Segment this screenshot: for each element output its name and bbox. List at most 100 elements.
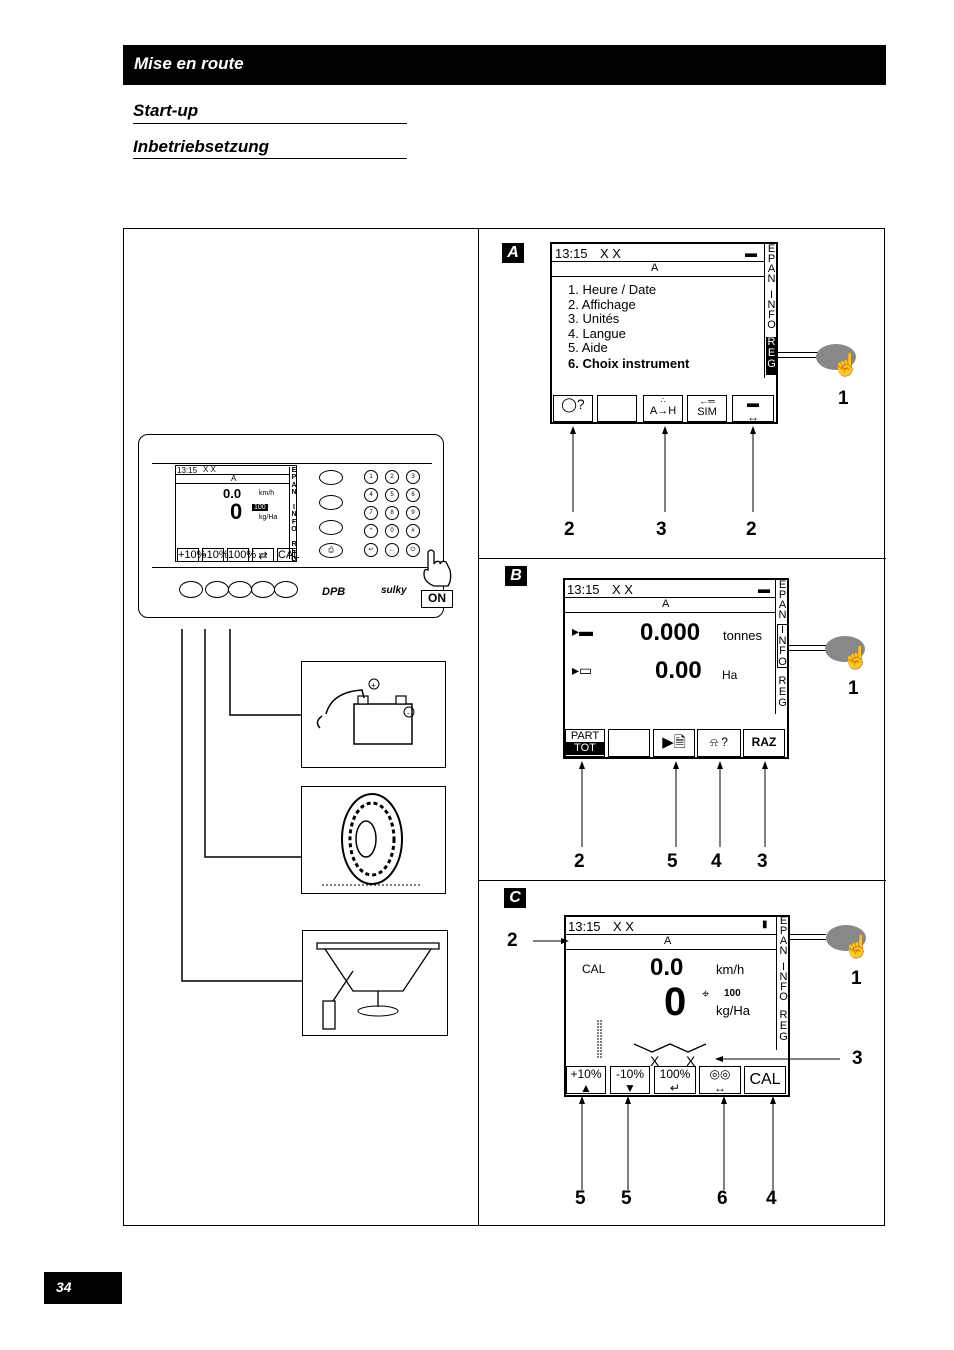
back-icon[interactable]: ← [385,543,399,557]
panel-b-arrows [579,761,768,847]
area-icon: ▸▭ [572,662,593,678]
panel-c-softkey-minus10[interactable]: -10%▼ [610,1066,650,1095]
controller-softbutton-4[interactable] [251,581,275,598]
spread-disc-icon: ◎◎ [709,1067,731,1081]
power-icon[interactable]: ⏻ [406,543,420,557]
panel-a-mode: A [651,262,659,274]
panel-b-callout-2: 2 [574,851,585,872]
menu-item-heure[interactable]: 1. Heure / Date [568,282,657,297]
key-hash[interactable]: # [406,524,420,538]
controller-softkey-cal: CAL [277,548,300,562]
panel-a-menu: 1. Heure / Date 2. Affichage 3. Unités 4… [568,282,690,371]
svg-text:-: - [407,709,410,718]
panel-b-part-label: PART [570,730,600,742]
key-8[interactable]: 8 [385,506,399,520]
controller-softbutton-2[interactable] [205,581,229,598]
panel-c-plus10-label: +10% [570,1067,602,1081]
panel-a-callout-2a: 2 [564,519,575,540]
panel-a-softkey-empty[interactable] [597,395,637,422]
panel-b-softkey-doc[interactable]: ▶🗎 [653,729,695,757]
panel-c-target: 100 [724,988,741,999]
controller-softkey-spread: ⇄ [252,548,274,562]
panel-c-dose-unit: kg/Ha [716,1003,750,1018]
key-6[interactable]: 6 [406,488,420,502]
controller-softkey-minus10: -10% [202,548,229,562]
controller-softbutton-5[interactable] [274,581,298,598]
panel-c-sep [566,934,776,935]
panel-a-arrows [570,426,756,512]
enter-icon[interactable]: ↵ [364,543,378,557]
key-5[interactable]: 5 [385,488,399,502]
controller-menu-button-2[interactable] [319,495,343,510]
panel-c-time: 13:15 [568,919,601,934]
print-icon[interactable]: ⎙ [319,543,343,558]
panel-a-screen [550,242,778,424]
key-7[interactable]: 7 [364,506,378,520]
key-3[interactable]: 3 [406,470,420,484]
panel-c-softkey-plus10[interactable]: +10%▲ [566,1066,606,1095]
spread-pattern-icon: X X [597,1020,707,1068]
panel-b-softkey-help[interactable]: ⍾ ? [697,729,741,757]
controller-softbutton-3[interactable] [228,581,252,598]
panel-b-softkey-parttot[interactable]: PART TOT [565,729,605,757]
panel-b-softkey-raz[interactable]: RAZ [743,729,785,757]
panel-a-xx: X X [600,246,621,261]
panel-a-softkey-help[interactable]: ◯? [553,395,593,422]
panel-b-button-press [825,636,865,662]
panel-c-softkey-cal[interactable]: CAL [744,1066,786,1094]
controller-time: 13:15 [177,466,198,475]
controller-menu-button-3[interactable] [319,520,343,535]
menu-item-affichage[interactable]: 2. Affichage [568,296,636,312]
panel-b-softkey-empty[interactable] [608,729,650,757]
header-bar [123,45,886,85]
column-divider [478,228,479,1226]
spreader-icon [316,942,440,1030]
menu-item-choix[interactable]: 6. Choix instrument [568,355,690,371]
controller-speed-unit: km/h [259,490,275,497]
section-b-label: B [505,566,527,586]
menu-item-langue[interactable]: 4. Langue [568,325,626,341]
controller-softbutton-1[interactable] [179,581,203,598]
panel-c-100-label: 100% [659,1067,691,1081]
key-9[interactable]: 9 [406,506,420,520]
panel-b-help-label: ? [721,735,728,749]
panel-c-mode: A [664,935,672,947]
key-2[interactable]: 2 [385,470,399,484]
panel-a-time: 13:15 [555,246,588,261]
panel-c-softkey-100[interactable]: 100%↵ [654,1066,696,1095]
panel-a-callout-3: 3 [656,519,667,540]
panel-a-softkey-ah[interactable]: ∴ A→H [643,395,683,422]
panel-c-speed-unit: km/h [716,962,745,977]
controller-keypad: 1 2 3 4 5 6 7 8 9 * 0 # ↵ ← ⏻ [364,470,434,560]
key-4[interactable]: 4 [364,488,378,502]
menu-item-unites[interactable]: 3. Unités [568,311,620,326]
panel-a-softkey-spread[interactable]: ▬↔ [732,395,774,424]
controller-menu-button-1[interactable] [319,470,343,485]
panel-c-cal: CAL [582,962,606,976]
key-1[interactable]: 1 [364,470,378,484]
panel-b-time: 13:15 [567,582,600,597]
battery-picture: + - [301,661,446,768]
panel-a-pointer-line [778,352,818,358]
panel-c-callout-1: 1 [851,968,862,989]
panel-a-softkey-sim[interactable]: ←═ SIM [687,395,727,422]
key-star[interactable]: * [364,524,378,538]
panel-b-tot-label: TOT [566,742,604,755]
panel-b-sep [565,597,776,598]
key-0[interactable]: 0 [385,524,399,538]
panel-c-softkey-spread[interactable]: ◎◎↔ [699,1066,741,1095]
panel-b-sep2 [565,612,776,613]
controller-sep [175,474,289,475]
panel-c-pointer-line [790,934,826,940]
menu-item-aide[interactable]: 5. Aide [568,340,608,355]
page-title: Mise en route [134,54,244,73]
